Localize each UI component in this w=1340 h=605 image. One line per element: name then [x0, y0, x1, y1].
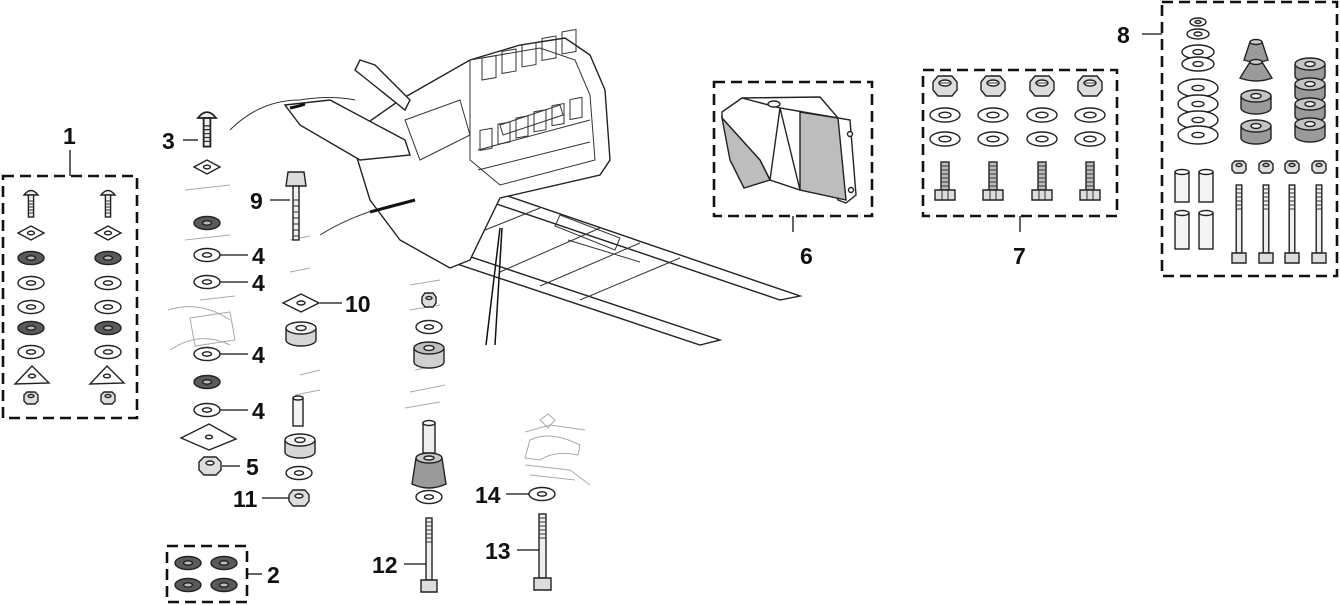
bolt-9: [285, 171, 307, 241]
callout-1: 1: [63, 123, 76, 149]
kit-1-box: 1: [1, 123, 139, 420]
callout-4-c: 4: [252, 342, 265, 368]
kit-8-box: 8: [1117, 0, 1339, 278]
kit-8-long-bolts: [1231, 160, 1327, 264]
callout-8: 8: [1117, 22, 1130, 48]
callout-13: 13: [485, 538, 511, 564]
kit-6-bracket-box: 6: [712, 80, 874, 269]
callout-4-a: 4: [252, 243, 265, 269]
callout-5: 5: [246, 454, 259, 480]
callout-12: 12: [372, 552, 398, 578]
rear-mount-stack-13: [524, 413, 591, 591]
kit-8-washer-stack: [1177, 17, 1219, 145]
kit-7-box: 7: [921, 68, 1119, 269]
kit-8-bushing-stack: [1294, 57, 1326, 143]
callout-14: 14: [475, 482, 501, 508]
callout-4-b: 4: [252, 270, 265, 296]
front-mount-stack: [167, 111, 446, 507]
callout-2: 2: [267, 562, 280, 588]
callout-6: 6: [800, 243, 813, 269]
kit-1-right-stack: [89, 189, 125, 405]
cab-and-frame-illustration: [229, 28, 803, 346]
callout-9: 9: [250, 188, 263, 214]
rear-mount-stack-12: [411, 292, 447, 593]
callout-10: 10: [345, 291, 371, 317]
kit-1-left-stack: [14, 189, 50, 405]
callout-4-d: 4: [252, 398, 265, 424]
callout-7: 7: [1013, 243, 1026, 269]
kit-2-box: 2: [165, 544, 280, 604]
callout-3: 3: [162, 128, 175, 154]
callout-11: 11: [233, 486, 258, 512]
kit-8-sleeves: [1174, 168, 1214, 250]
kit-8-cone-stack: [1238, 38, 1274, 145]
